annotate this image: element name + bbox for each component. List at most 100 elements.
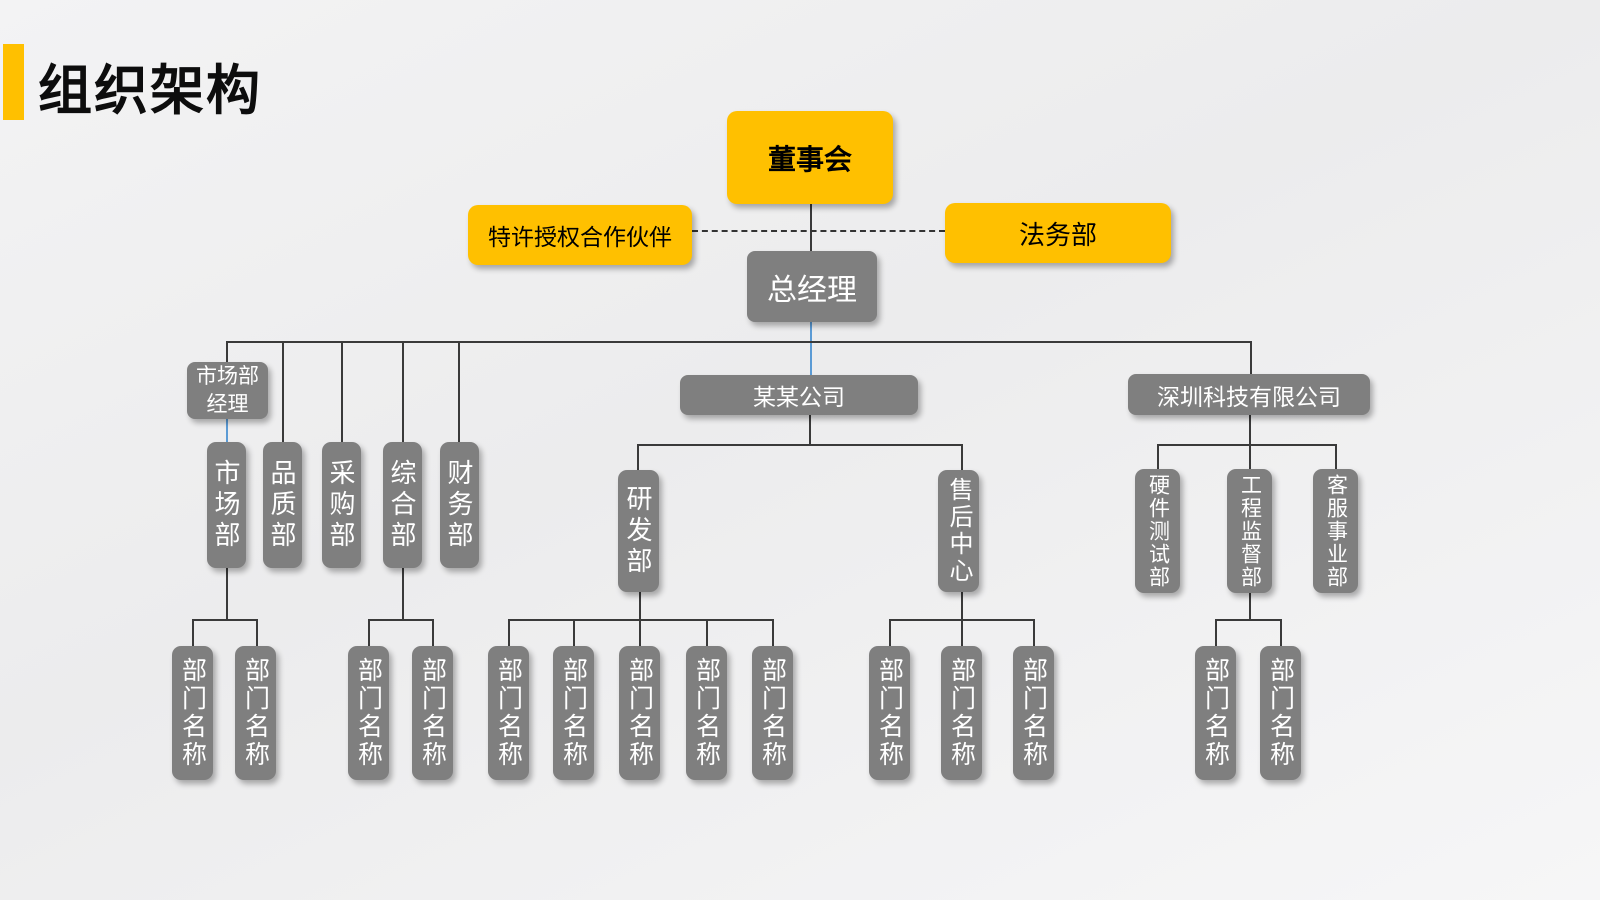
connector-drop xyxy=(508,619,510,646)
connector-rail xyxy=(368,619,434,621)
title-accent-bar xyxy=(3,44,24,120)
connector-drop xyxy=(192,619,194,646)
connector-drop xyxy=(458,341,460,442)
connector-drop xyxy=(637,444,639,470)
dept-name-box: 部门名称 xyxy=(172,646,213,780)
node-marketing-dept: 市场部 xyxy=(207,442,246,568)
connector-drop xyxy=(961,444,963,470)
node-label: 部门名称 xyxy=(625,657,654,769)
node-label: 品质部 xyxy=(267,458,297,552)
node-label: 部门名称 xyxy=(1019,657,1048,769)
connector-stem xyxy=(402,568,404,619)
dept-name-box: 部门名称 xyxy=(941,646,982,780)
connector-stem xyxy=(961,592,963,619)
node-label: 部门名称 xyxy=(1201,657,1230,769)
connector-drop xyxy=(226,341,228,362)
connector-board-gm xyxy=(810,204,812,251)
connector-drop xyxy=(1335,444,1337,469)
node-company-a: 某某公司 xyxy=(680,375,918,415)
connector-rail xyxy=(192,619,258,621)
connector-drop xyxy=(639,619,641,646)
connector-rail xyxy=(637,444,963,446)
page-title: 组织架构 xyxy=(38,61,262,121)
connector-stem xyxy=(226,568,228,619)
node-label: 研发部 xyxy=(623,484,653,578)
node-label: 某某公司 xyxy=(753,384,845,410)
node-label: 市场部经理 xyxy=(196,365,259,416)
node-legal-dept: 法务部 xyxy=(945,203,1171,263)
dept-name-box: 部门名称 xyxy=(1260,646,1301,780)
connector-drop xyxy=(282,341,284,442)
node-board: 董事会 xyxy=(727,111,893,204)
node-label: 总经理 xyxy=(767,273,857,307)
dept-name-box: 部门名称 xyxy=(553,646,594,780)
node-label: 部门名称 xyxy=(947,657,976,769)
node-label: 部门名称 xyxy=(1266,657,1295,769)
node-label: 部门名称 xyxy=(692,657,721,769)
dept-name-box: 部门名称 xyxy=(412,646,453,780)
node-label: 董事会 xyxy=(767,143,852,175)
connector-dashed xyxy=(692,230,945,232)
node-label: 部门名称 xyxy=(178,657,207,769)
connector-drop xyxy=(402,341,404,442)
node-engineering-supervision-dept: 工程监督部 xyxy=(1227,469,1272,593)
node-general-manager: 总经理 xyxy=(747,251,877,322)
connector-drop xyxy=(1249,444,1251,469)
node-general-affairs-dept: 综合部 xyxy=(383,442,422,568)
connector-drop xyxy=(1215,619,1217,646)
node-label: 部门名称 xyxy=(875,657,904,769)
node-label: 法务部 xyxy=(1018,219,1097,250)
connector-drop xyxy=(1157,444,1159,469)
node-label: 客服事业部 xyxy=(1324,473,1348,589)
node-customer-service-dept: 客服事业部 xyxy=(1313,469,1358,593)
node-rnd-dept: 研发部 xyxy=(618,470,659,592)
node-finance-dept: 财务部 xyxy=(440,442,479,568)
node-hardware-test-dept: 硬件测试部 xyxy=(1135,469,1180,593)
node-label: 采购部 xyxy=(326,458,356,552)
dept-name-box: 部门名称 xyxy=(619,646,660,780)
node-label: 硬件测试部 xyxy=(1146,473,1170,589)
connector-stem xyxy=(1249,593,1251,619)
dept-name-box: 部门名称 xyxy=(488,646,529,780)
node-label: 深圳科技有限公司 xyxy=(1157,383,1341,410)
node-label: 部门名称 xyxy=(418,657,447,769)
connector-stem xyxy=(1249,414,1251,444)
connector-drop xyxy=(573,619,575,646)
connector-drop xyxy=(1280,619,1282,646)
node-label: 部门名称 xyxy=(494,657,523,769)
dept-name-box: 部门名称 xyxy=(1195,646,1236,780)
node-label: 市场部 xyxy=(211,458,241,552)
dept-name-box: 部门名称 xyxy=(869,646,910,780)
node-franchise-partner: 特许授权合作伙伴 xyxy=(468,205,692,265)
connector-mgr-marketing xyxy=(226,419,228,442)
node-quality-dept: 品质部 xyxy=(263,442,302,568)
dept-name-box: 部门名称 xyxy=(348,646,389,780)
connector-drop-company-b xyxy=(1250,341,1252,374)
node-marketing-manager: 市场部经理 xyxy=(187,362,268,419)
connector-drop xyxy=(256,619,258,646)
connector-main-rail xyxy=(226,341,1252,343)
dept-name-box: 部门名称 xyxy=(235,646,276,780)
connector-drop xyxy=(706,619,708,646)
node-label: 综合部 xyxy=(387,458,417,552)
node-label: 工程监督部 xyxy=(1238,473,1262,589)
node-after-sales-center: 售后中心 xyxy=(938,470,979,592)
connector-drop xyxy=(772,619,774,646)
node-label: 财务部 xyxy=(444,458,474,552)
connector-rail xyxy=(1157,444,1337,446)
connector-drop xyxy=(432,619,434,646)
connector-drop xyxy=(1033,619,1035,646)
connector-drop xyxy=(889,619,891,646)
node-label: 部门名称 xyxy=(758,657,787,769)
node-purchasing-dept: 采购部 xyxy=(322,442,361,568)
connector-gm-company-a xyxy=(810,322,812,375)
connector-rail xyxy=(1215,619,1281,621)
connector-drop xyxy=(961,619,963,646)
node-label: 售后中心 xyxy=(945,477,972,585)
connector-drop xyxy=(341,341,343,442)
dept-name-box: 部门名称 xyxy=(752,646,793,780)
node-label: 部门名称 xyxy=(354,657,383,769)
node-label: 部门名称 xyxy=(559,657,588,769)
node-company-b: 深圳科技有限公司 xyxy=(1128,374,1370,415)
